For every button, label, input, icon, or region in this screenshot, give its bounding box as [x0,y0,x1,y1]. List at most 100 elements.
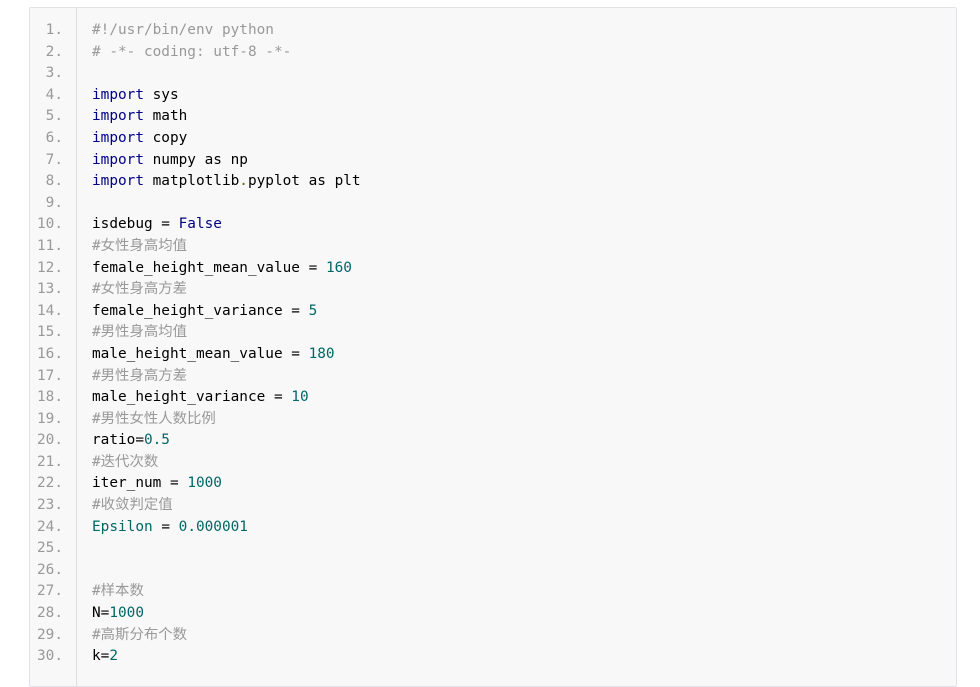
code-token-keyword: import [92,173,144,190]
code-token-plain: copy [143,129,188,146]
code-token-dot: . [239,173,248,190]
line-number: 22. [37,475,63,492]
code-token-comment: # -*- coding: utf-8 -*- [92,43,292,60]
line-number: 5. [45,108,63,125]
code-token-keyword: import [92,86,144,103]
code-line: 14.female_height_variance = 5 [30,301,956,323]
code-text: import matplotlib.pyplot as plt [92,171,361,193]
code-text: iter_num = 1000 [92,473,222,495]
code-line: 27.#样本数 [30,581,956,603]
line-number: 20. [37,432,63,449]
code-token-comment: #高斯分布个数 [92,626,188,643]
code-line: 17.#男性身高方差 [30,366,956,388]
code-token-number: 1000 [187,475,222,492]
line-number: 25. [37,540,63,557]
code-token-keyword: import [92,129,144,146]
code-line: 2.# -*- coding: utf-8 -*- [30,42,956,64]
code-token-number: 160 [325,259,352,276]
code-lines: 1. #!/usr/bin/env python 2.# -*- coding: u… [30,20,956,668]
code-text: import numpy as np [92,150,248,172]
code-line: 29. #高斯分布个数 [30,625,956,647]
code-token-number: 10 [291,389,309,406]
code-line: 5.import math [30,106,956,128]
line-number: 23. [37,497,63,514]
code-line: 9. [30,193,956,215]
code-token-plain: sys [143,86,179,103]
line-number: 4. [45,86,63,103]
code-text: #男性身高均值 [92,322,187,344]
code-token-number: 0.000001 [178,518,248,535]
line-number: 28. [37,605,63,622]
code-line: 6.import copy [30,128,956,150]
code-token-plain: female_height_variance = [92,302,309,319]
line-number: 12. [37,259,63,276]
line-number: 21. [37,453,63,470]
code-token-plain: iter_num = [92,475,188,492]
code-token-plain: ratio= [92,432,144,449]
code-token-comment: #男性女性人数比例 [92,410,216,427]
line-number: 30. [37,648,63,665]
code-text: # -*- coding: utf-8 -*- [92,42,291,64]
code-line: 20. ratio=0.5 [30,430,956,452]
line-number: 16. [37,345,63,362]
code-token-plain: k= [92,648,110,665]
line-number: 1. [45,22,63,38]
code-text: #!/usr/bin/env python [92,20,274,42]
code-line: 15.#男性身高均值 [30,322,956,344]
code-line: 1. #!/usr/bin/env python [30,20,956,42]
line-number: 9. [45,194,63,211]
code-token-comment: #男性身高方差 [92,367,188,384]
line-number: 3. [45,65,63,82]
code-line: 26. [30,560,956,582]
code-text: male_height_variance = 10 [92,387,309,409]
line-number: 19. [37,410,63,427]
line-number: 11. [37,237,63,254]
code-token-plain: pyplot as plt [247,173,361,190]
line-number: 13. [37,281,63,298]
line-number-gutter [30,8,77,686]
code-block: 1. #!/usr/bin/env python 2.# -*- coding: u… [29,7,957,687]
code-text: import copy [92,128,187,150]
code-token-plain: isdebug = [92,216,179,233]
code-text: #男性身高方差 [92,366,187,388]
code-token-keyword: import [92,151,144,168]
line-number: 29. [37,626,63,643]
code-text: isdebug = False [92,214,222,236]
code-token-plain: numpy as np [143,151,248,168]
code-text: #迭代次数 [92,452,158,474]
line-number: 18. [37,389,63,406]
code-text: ratio=0.5 [92,430,170,452]
code-line: 30. k=2 [30,646,956,668]
code-line: 10. isdebug = False [30,214,956,236]
line-number: 10. [37,216,63,233]
code-line: 25. [30,538,956,560]
line-number: 26. [37,561,63,578]
code-line: 22. iter_num = 1000 [30,473,956,495]
code-token-plain: female_height_mean_value = [92,259,326,276]
code-text: female_height_variance = 5 [92,301,317,323]
code-token-comment: #!/usr/bin/env python [92,22,274,38]
code-text: #收敛判定值 [92,495,173,517]
code-text: N=1000 [92,603,144,625]
code-line: 23. #收敛判定值 [30,495,956,517]
code-token-keyword: False [178,216,222,233]
code-token-plain: N= [92,605,110,622]
code-line: 12. female_height_mean_value = 160 [30,258,956,280]
code-token-comment: #迭代次数 [92,453,159,470]
code-token-plain: = [152,518,179,535]
code-text: #样本数 [92,581,144,603]
code-line: 18. male_height_variance = 10 [30,387,956,409]
code-token-plain: male_height_variance = [92,389,292,406]
code-line: 3. [30,63,956,85]
code-token-comment: #男性身高均值 [92,324,188,341]
code-line: 24.Epsilon = 0.000001 [30,517,956,539]
code-text: #高斯分布个数 [92,625,187,647]
code-text: k=2 [92,646,118,668]
code-line: 8.import matplotlib.pyplot as plt [30,171,956,193]
line-number: 7. [45,151,63,168]
code-token-plain: male_height_mean_value = [92,345,309,362]
code-text: import sys [92,85,179,107]
code-text: male_height_mean_value = 180 [92,344,335,366]
code-line: 4. import sys [30,85,956,107]
code-token-plain: matplotlib [143,173,240,190]
